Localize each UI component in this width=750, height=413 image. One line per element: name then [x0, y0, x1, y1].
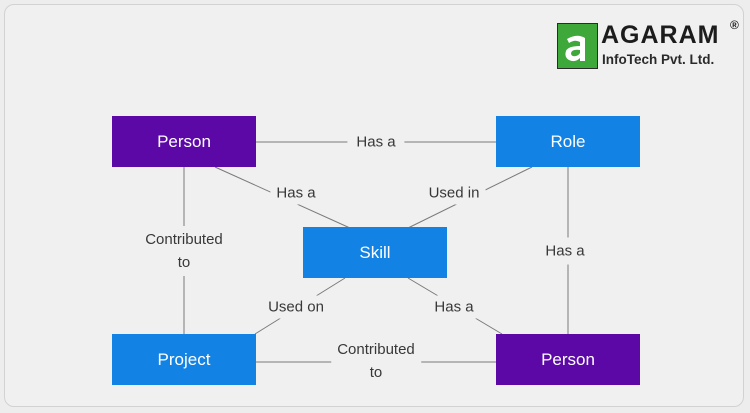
edge-label-person-project: Contributed to: [142, 226, 226, 276]
edge-label-project-person-line1: Contributed: [337, 341, 415, 358]
edge-label-person-skill: Has a: [270, 181, 322, 205]
node-role-label: Role: [550, 131, 586, 151]
node-person-bottom: Person: [496, 334, 640, 385]
edge-label-project-person-line2: to: [369, 364, 383, 381]
node-skill-label: Skill: [359, 242, 391, 262]
edge-label-person-role: Has a: [347, 130, 405, 154]
registered-mark-icon: ®: [730, 18, 739, 32]
edge-label-role-person: Has a: [541, 237, 589, 265]
edge-label-skill-project: Used on: [262, 295, 330, 319]
edge-label-person-project-line1: Contributed: [145, 231, 223, 248]
node-person-top-label: Person: [157, 131, 211, 151]
node-role: Role: [496, 116, 640, 167]
logo-subtitle: InfoTech Pvt. Ltd.: [602, 52, 715, 67]
logo-mark-icon: [557, 23, 598, 69]
node-skill: Skill: [303, 227, 447, 278]
edge-label-skill-person: Has a: [428, 295, 480, 319]
logo-name: AGARAM: [601, 21, 720, 49]
node-project-label: Project: [157, 349, 211, 369]
node-person-bottom-label: Person: [541, 349, 595, 369]
edge-label-project-person: Contributed to: [331, 338, 421, 384]
company-logo: AGARAM ® InfoTech Pvt. Ltd.: [554, 18, 743, 75]
diagram-canvas: Has a Has a Used in Contributed to Has a…: [4, 4, 744, 407]
node-person-top: Person: [112, 116, 256, 167]
node-project: Project: [112, 334, 256, 385]
edge-label-person-project-line2: to: [177, 254, 191, 271]
edge-label-role-skill: Used in: [422, 181, 486, 205]
